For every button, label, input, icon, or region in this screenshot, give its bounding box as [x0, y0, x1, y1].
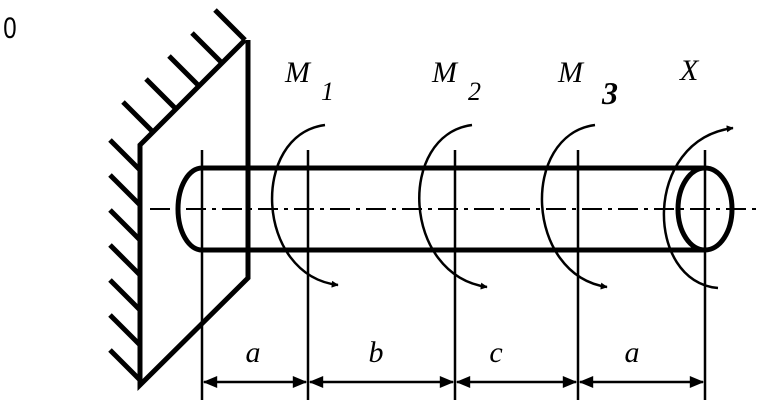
moment-arrow-x — [662, 125, 734, 290]
dimension-label-3: c — [489, 336, 502, 369]
dimension-labels: a b c a — [246, 336, 640, 369]
moment-label-x: X — [679, 54, 700, 87]
dimension-label-2: b — [369, 336, 384, 369]
fixed-support — [108, 8, 251, 391]
dimension-label-1: a — [246, 336, 261, 369]
support-hatching — [108, 8, 247, 382]
moment-arrows — [270, 123, 734, 290]
moment-label-m1: M1 — [284, 56, 334, 106]
moment-arrow-m3 — [540, 123, 608, 290]
moment-subscript-m3: 3 — [601, 75, 618, 111]
moment-subscript-m2: 2 — [468, 77, 481, 106]
corner-label: 0 — [3, 10, 16, 44]
moment-arrow-m1 — [270, 123, 339, 288]
moment-label-m2: M2 — [431, 56, 481, 106]
moment-label-m3: M3 — [557, 56, 618, 111]
moment-labels: M1 M2 M3 X — [284, 54, 700, 111]
moment-arrow-m2 — [418, 123, 488, 290]
moment-subscript-m1: 1 — [321, 77, 334, 106]
dimension-label-4: a — [625, 336, 640, 369]
shaft — [150, 165, 758, 253]
